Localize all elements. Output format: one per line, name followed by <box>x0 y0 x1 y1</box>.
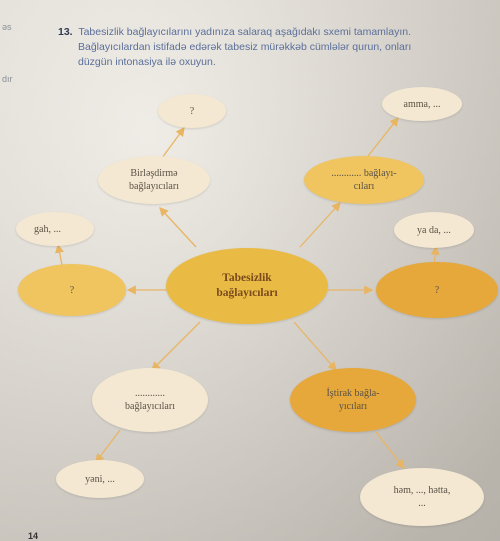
arrow-to-upper-right <box>299 202 341 248</box>
example-oval-lower-right: həm, ..., həttа, ... <box>360 468 484 526</box>
margin-mark-top: əs <box>2 22 12 32</box>
example-oval-right: ya da, ... <box>394 212 474 248</box>
category-lower-left: ............ bağlayıcıları <box>92 368 208 432</box>
category-left: ? <box>18 264 126 316</box>
task-line-1: 13. Tabesizlik bağlayıcılarını yadınıza … <box>58 25 498 40</box>
example-oval-upper-left: ? <box>158 94 226 128</box>
task-line-3: düzgün intonasiya ilə oxuyun. <box>78 56 216 68</box>
category-lower-right: İştirak bağla- yıcıları <box>290 368 416 432</box>
arrow-left-example <box>55 243 64 266</box>
page-number: 14 <box>28 531 39 541</box>
arrow-to-lower-left <box>151 321 201 371</box>
example-oval-lower-left: yəni, ... <box>56 460 144 498</box>
example-oval-left: gah, ... <box>16 212 94 246</box>
center-oval: Tabesizlik bağlayıcıları <box>166 248 328 324</box>
task-instructions: 13. Tabesizlik bağlayıcılarını yadınıza … <box>58 25 498 70</box>
category-right: ? <box>376 262 498 318</box>
arrow-lower-left-example <box>95 429 121 464</box>
arrow-to-lower-right <box>293 321 337 371</box>
arrow-upper-left-example <box>161 126 185 159</box>
category-upper-left: Birləşdirmə bağlayıcıları <box>98 156 210 204</box>
example-oval-upper-right: amma, ... <box>382 87 462 121</box>
margin-mark-side: dır <box>2 74 13 84</box>
task-number: 13. <box>58 26 73 38</box>
task-text-1: Tabesizlik bağlayıcılarını yadınıza sala… <box>78 26 412 38</box>
arrow-upper-right-example <box>367 116 399 157</box>
example-continuation-dots: ... <box>418 498 426 509</box>
arrow-to-upper-left <box>159 207 197 248</box>
task-line-2: Bağlayıcılardan istifadə edərək tabesiz … <box>78 41 412 53</box>
arrow-lower-right-example <box>375 431 405 470</box>
category-upper-right: ............ bağlayı- cıları <box>304 156 424 204</box>
